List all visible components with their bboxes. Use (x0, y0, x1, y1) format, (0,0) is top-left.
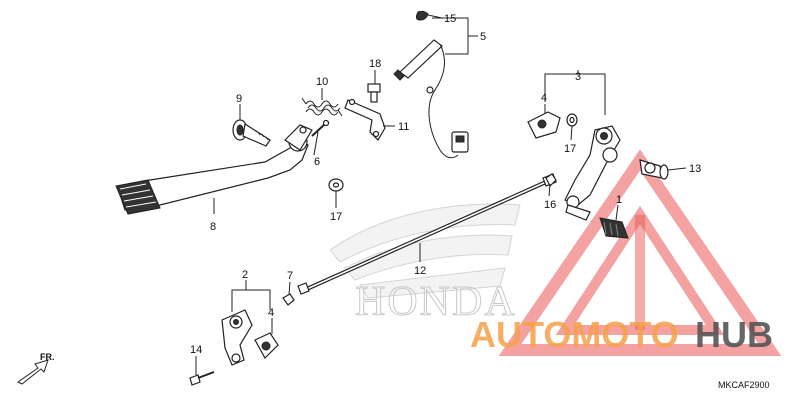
callout-10: 10 (316, 76, 328, 88)
callout-numbers: 1 2 3 4 4 5 6 7 8 9 10 11 12 13 14 15 16… (190, 13, 701, 356)
callout-17-left: 17 (330, 211, 342, 223)
honda-wing-logo (329, 203, 521, 299)
callout-2: 2 (242, 269, 248, 281)
peg-bolt (639, 159, 669, 180)
callout-7: 7 (287, 270, 293, 282)
callout-15: 15 (444, 13, 456, 25)
shift-peg-rubber (599, 217, 629, 239)
wire-clip (415, 10, 429, 21)
lower-bolt (189, 371, 215, 386)
watermark-word-light: AUTOMOTO (470, 314, 679, 355)
rod-end-lower (221, 309, 253, 366)
lower-nut (282, 293, 295, 306)
callout-13: 13 (689, 163, 701, 175)
callout-14: 14 (190, 344, 202, 356)
watermark-text: AUTOMOTO HUB (470, 314, 773, 355)
washer-left (328, 178, 344, 192)
return-spring (301, 97, 343, 117)
gearshift-arm (564, 125, 621, 221)
rod-nut (545, 173, 557, 188)
pedal-pin (311, 119, 330, 137)
brake-pedal (115, 124, 313, 215)
shift-rod (297, 173, 557, 295)
watermark-triangle (498, 149, 782, 356)
callout-8: 8 (210, 221, 216, 233)
callout-5: 5 (480, 31, 486, 43)
watermark-word-dark: HUB (695, 314, 773, 355)
callout-17-right: 17 (564, 143, 576, 155)
callout-leaders (195, 14, 687, 375)
diagram-code: MKCAF2900 (718, 380, 770, 390)
front-direction-arrow: FR. (17, 352, 55, 385)
callout-11: 11 (398, 121, 409, 133)
bracket-bolt (367, 83, 381, 103)
rod-end-upper (527, 111, 561, 139)
callout-3: 3 (575, 71, 581, 83)
honda-logo-text: HONDA (355, 279, 517, 325)
callout-4-lower: 4 (268, 307, 274, 319)
callout-18: 18 (369, 58, 381, 70)
rod-end-joint-lower (254, 332, 279, 359)
pivot-bolt (232, 119, 271, 147)
washer-upper-right (566, 113, 578, 127)
callout-12: 12 (414, 265, 426, 277)
callout-1: 1 (616, 194, 622, 206)
callout-16: 16 (544, 199, 556, 211)
spring-bracket (344, 98, 386, 141)
front-direction-label: FR. (40, 352, 55, 362)
callout-9: 9 (236, 93, 242, 105)
brake-light-switch (393, 39, 469, 159)
callout-4-upper: 4 (541, 92, 547, 104)
callout-6: 6 (314, 156, 320, 168)
